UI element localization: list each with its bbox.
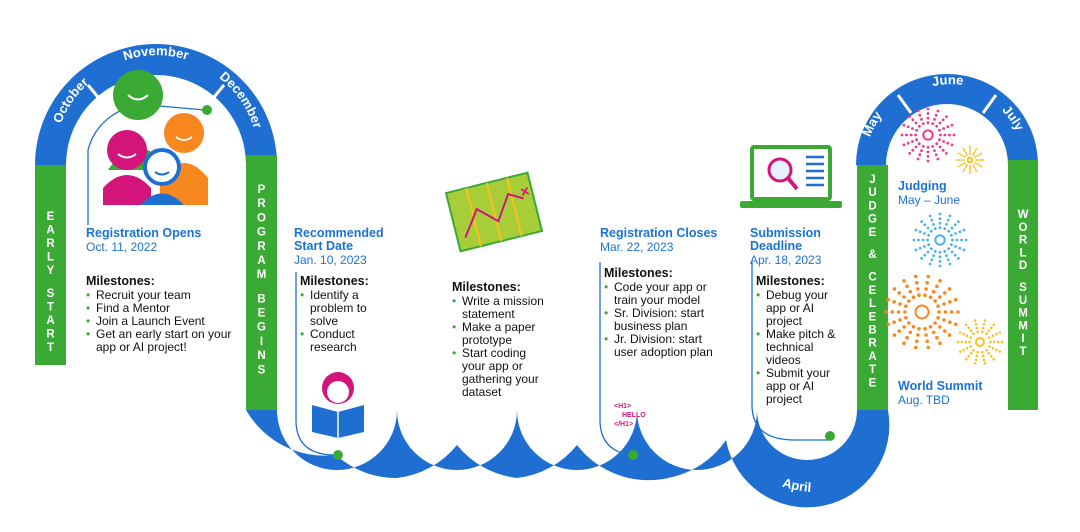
firework-burst — [884, 274, 960, 350]
treasure-map-illustration: ✕ — [444, 171, 544, 253]
milestone-item: Debug your app or AI project — [756, 289, 850, 328]
start-date-date: Jan. 10, 2023 — [294, 253, 367, 267]
connector-dot — [333, 450, 343, 460]
judging-block: Judging May – June — [898, 179, 998, 208]
laptop-illustration — [740, 145, 842, 208]
milestone-list: Identify a problem to solveConduct resea… — [294, 289, 394, 354]
milestones-heading: Milestones: — [604, 266, 673, 280]
milestone-list: Recruit your teamFind a MentorJoin a Lau… — [86, 289, 246, 354]
registration-opens-title: Registration Opens — [86, 226, 202, 240]
milestone-item: Start coding your app or gathering your … — [452, 347, 552, 399]
fireworks-illustration — [884, 107, 1004, 365]
submission-block: Submission Deadline Apr. 18, 2023 Milest… — [750, 227, 850, 406]
milestone-item: Submit your app or AI project — [756, 367, 850, 406]
submission-title-line1: Submission — [750, 226, 821, 240]
month-april: April — [781, 475, 812, 495]
milestone-item: Write a mission statement — [452, 295, 552, 321]
start-date-title-line2: Start Date — [294, 239, 354, 253]
milestone-item: Identify a problem to solve — [300, 289, 394, 328]
milestones-heading: Milestones: — [86, 274, 155, 288]
registration-closes-date: Mar. 22, 2023 — [600, 240, 674, 254]
svg-text:HELLO: HELLO — [622, 412, 646, 419]
submission-date: Apr. 18, 2023 — [750, 253, 822, 267]
connector-dot — [825, 431, 835, 441]
milestone-item: Join a Launch Event — [86, 315, 246, 329]
code-snippet: <H1> HELLO </H1> — [614, 403, 646, 428]
firework-burst — [956, 146, 984, 174]
pillar-judge-celebrate — [857, 165, 888, 410]
firework-burst — [956, 319, 1004, 365]
pillar-world-summit — [1008, 160, 1038, 410]
world-summit-date: Aug. TBD — [898, 393, 950, 407]
start-date-block: Recommended Start Date Jan. 10, 2023 Mil… — [294, 227, 394, 354]
svg-text:<H1>: <H1> — [614, 403, 631, 410]
month-march: March — [620, 476, 659, 495]
registration-opens-block: Registration Opens Oct. 11, 2022 Milesto… — [86, 227, 246, 354]
milestone-item: Get an early start on your app or AI pro… — [86, 328, 246, 354]
firework-burst — [900, 107, 956, 163]
world-summit-title: World Summit — [898, 379, 983, 393]
milestone-list: Debug your app or AI projectMake pitch &… — [750, 289, 850, 406]
svg-text:✕: ✕ — [519, 184, 532, 200]
milestone-item: Code your app or train your model — [604, 281, 725, 307]
milestone-item: Find a Mentor — [86, 302, 246, 316]
connector-dot — [202, 105, 212, 115]
milestone-list: Write a mission statementMake a paper pr… — [452, 295, 552, 399]
world-summit-block: World Summit Aug. TBD — [898, 379, 998, 408]
team-illustration — [103, 70, 208, 205]
pillar-early-start — [35, 165, 66, 365]
milestones-heading: Milestones: — [452, 280, 521, 294]
registration-closes-title: Registration Closes — [600, 226, 718, 240]
milestone-item: Jr. Division: start user adoption plan — [604, 333, 725, 359]
february-block: Milestones: Write a mission statementMak… — [452, 280, 552, 399]
milestones-heading: Milestones: — [756, 274, 825, 288]
milestones-heading: Milestones — [300, 274, 365, 288]
start-date-title-line1: Recommended — [294, 226, 384, 240]
milestone-item: Conduct research — [300, 328, 394, 354]
submission-title-line2: Deadline — [750, 239, 803, 253]
arch-summer — [856, 74, 1038, 165]
milestone-item: Recruit your team — [86, 289, 246, 303]
reading-kid-illustration — [312, 372, 364, 438]
judging-title: Judging — [898, 179, 947, 193]
registration-closes-block: Registration Closes Mar. 22, 2023 Milest… — [600, 227, 725, 359]
milestone-item: Make pitch & technical videos — [756, 328, 850, 367]
registration-opens-date: Oct. 11, 2022 — [86, 240, 158, 254]
pillar-program-begins — [246, 155, 277, 410]
milestone-item: Make a paper prototype — [452, 321, 552, 347]
milestone-item: Sr. Division: start business plan — [604, 307, 725, 333]
arch-autumn — [35, 44, 277, 165]
wave-bottom — [246, 410, 890, 508]
firework-burst — [912, 212, 968, 268]
connector-dot — [628, 450, 638, 460]
svg-text:</H1>: </H1> — [614, 421, 633, 428]
judging-date: May – June — [898, 193, 961, 207]
milestone-list: Code your app or train your modelSr. Div… — [600, 281, 725, 359]
month-january: January — [307, 475, 358, 497]
